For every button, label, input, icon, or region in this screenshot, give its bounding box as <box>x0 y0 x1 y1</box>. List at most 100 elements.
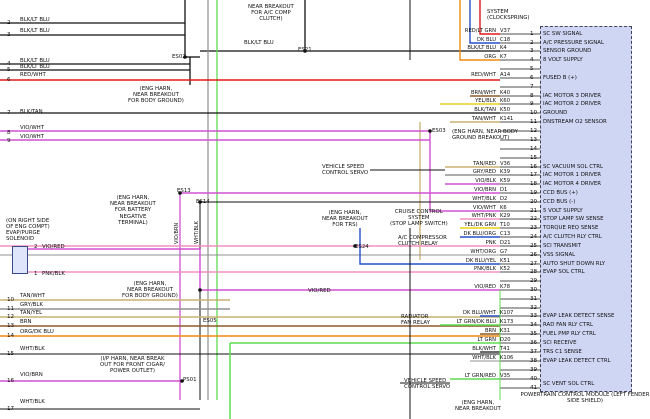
wire-orange <box>459 0 500 61</box>
left-wire-label: GRY/BLK <box>20 302 43 308</box>
pcm-function-label: FUSED B (+) <box>543 75 577 81</box>
pcm-circuit-code: K107 <box>500 310 514 316</box>
pcm-pin-number: 19 <box>530 190 538 196</box>
splice-es02: ES02 <box>172 54 186 60</box>
pcm-pin-number: 27 <box>530 261 538 267</box>
pcm-wire-color: VIO/RED <box>474 284 496 290</box>
splice-es24: ES24 <box>355 244 369 250</box>
pcm-wire-color: VIO/BLK <box>475 178 496 184</box>
left-wire-label: ORG/DK BLU <box>20 329 54 335</box>
pcm-circuit-code: K7 <box>500 54 507 60</box>
pcm-circuit-code: K78 <box>500 284 511 290</box>
note-body-ground-1: (ENG HARN, NEAR BREAKOUT FOR BODY GROUND… <box>128 86 184 105</box>
pcm-circuit-code: D2 <box>500 196 508 202</box>
pcm-pin-number: 28 <box>530 269 538 275</box>
pcm-pin-number: 40 <box>530 376 538 382</box>
left-pin-number: 5 <box>7 67 11 73</box>
left-wire-label: RED/WHT <box>20 72 46 78</box>
pcm-pin-number: 26 <box>530 252 538 258</box>
left-pin-number: 9 <box>7 138 11 144</box>
pcm-function-label: FUEL PMP RLY CTRL <box>543 331 596 337</box>
note-body-ground-2: (ENG HARN, NEAR BODY GROUND BREAKOUT) <box>452 129 518 141</box>
pcm-circuit-code: T10 <box>500 222 510 228</box>
splice-dot <box>303 49 307 53</box>
pcm-pin-number: 12 <box>530 128 538 134</box>
splice-es03: ES03 <box>432 128 446 134</box>
pcm-wire-color: DK BLU/YEL <box>465 258 496 264</box>
pcm-wire-color: BRN/WHT <box>471 90 496 96</box>
evap-purge-solenoid: (ON RIGHT SIDE OF ENG COMPT) EVAP/PURGE … <box>6 218 50 242</box>
splice-dot <box>428 129 432 133</box>
wire-label-vio-red: VIO/RED <box>42 244 65 250</box>
splice-dot <box>178 191 182 195</box>
pcm-function-label: IAC MOTOR 1 DRIVER <box>543 172 602 178</box>
pcm-pin-number: 7 <box>530 84 534 90</box>
pcm-circuit-code: G7 <box>500 249 508 255</box>
pcm-pin-number: 41 <box>530 385 538 391</box>
pcm-function-label: 8 VOLT SUPPLY <box>543 57 583 63</box>
splice-dot <box>180 379 184 383</box>
wire-label-wht-blk-vertical: WHT/BLK <box>194 221 200 244</box>
pcm-pin-number: 15 <box>530 155 538 161</box>
pcm-function-label: A/C CLUTCH RLY CTRL <box>543 234 602 240</box>
pcm-function-label: SC VACUUM SOL CTRL <box>543 164 604 170</box>
pcm-function-label: VSS SIGNAL <box>543 252 576 258</box>
pcm-pin-number: 34 <box>530 322 538 328</box>
left-wire-label: VIO/BRN <box>20 372 43 378</box>
left-pin-number: 13 <box>7 323 15 329</box>
pcm-function-label: CCD BUS (+) <box>543 190 578 196</box>
pcm-pin-number: 20 <box>530 199 538 205</box>
pcm-wire-color: YEL/DK GRN <box>464 222 496 228</box>
pcm-function-label: EVAP LEAK DETECT SENSE <box>543 313 615 319</box>
vehicle-speed-servo-1: VEHICLE SPEED CONTROL SERVO <box>322 164 369 176</box>
pcm-pin-number: 24 <box>530 234 538 240</box>
pcm-pin-number: 13 <box>530 137 538 143</box>
pcm-function-label: 5 VOLT SUPPLY <box>543 208 583 214</box>
vehicle-speed-servo-2: VEHICLE SPEED CONTROL SERVO <box>404 378 451 390</box>
pcm-pin-number: 9 <box>530 101 534 107</box>
pcm-circuit-code: K60 <box>500 98 511 104</box>
pcm-wire-color: WHT/ORG <box>470 249 496 255</box>
pcm-function-label: EVAP LEAK DETECT CTRL <box>543 358 611 364</box>
splice-es14: ES14 <box>196 199 210 205</box>
pcm-circuit-code: K52 <box>500 266 511 272</box>
pcm-wire-color: BLK/TAN <box>474 107 496 113</box>
radiator-fan-relay: RADIATOR FAN RELAY <box>401 314 430 326</box>
pcm-circuit-code: K31 <box>500 328 511 334</box>
left-wire-label: BLK/LT BLU <box>20 17 50 23</box>
note-trs-breakout: (ENG HARN, NEAR BREAKOUT FOR TRS) <box>322 210 368 229</box>
splice-es13: ES13 <box>177 188 191 194</box>
left-pin-number: 6 <box>7 77 11 83</box>
pcm-pin-number: 8 <box>530 93 534 99</box>
pcm-wire-color: BLK/WHT <box>472 346 496 352</box>
pcm-function-label: SCI TRANSMIT <box>543 243 581 249</box>
pcm-function-label: A/C PRESSURE SIGNAL <box>543 40 604 46</box>
note-clockspring: SYSTEM (CLOCKSPRING) <box>487 9 530 21</box>
splice-dot <box>198 200 202 204</box>
splice-ps01: PS01 <box>183 377 197 383</box>
pcm-circuit-code: K59 <box>500 178 511 184</box>
pcm-pin-number: 3 <box>530 48 534 54</box>
wire-label-blk-lt-blu: BLK/LT BLU <box>244 40 274 46</box>
pcm-wire-color: YEL/BLK <box>475 98 496 104</box>
pcm-circuit-code: K6 <box>500 205 507 211</box>
pcm-pin-number: 29 <box>530 278 538 284</box>
left-pin-number: 4 <box>7 61 11 67</box>
left-wire-label: BLK/LT BLU <box>20 28 50 34</box>
left-wire-label: BLK/LT BLU <box>20 58 50 64</box>
pcm-function-label: GROUND <box>543 110 568 116</box>
pcm-pin-number: 18 <box>530 181 538 187</box>
pcm-pin-number: 35 <box>530 331 538 337</box>
pcm-wire-color: BRN <box>484 328 496 334</box>
left-wire-label: BLK/LT BLU <box>20 64 50 70</box>
pcm-pin-number: 5 <box>530 66 534 72</box>
pcm-circuit-code: C18 <box>500 37 511 43</box>
pcm-circuit-code: V37 <box>500 28 511 34</box>
note-ip-harness: (I/P HARN, NEAR BREAK OUT FOR FRONT CIGA… <box>100 356 165 375</box>
solenoid-pin-2: 2 <box>34 244 38 250</box>
pcm-pin-number: 37 <box>530 349 538 355</box>
note-ac-comp-breakout: NEAR BREAKOUT FOR A/C COMP CLUTCH) <box>248 4 294 23</box>
pcm-pin-number: 11 <box>530 119 538 125</box>
pcm-circuit-code: K106 <box>500 355 514 361</box>
left-pin-number: 7 <box>7 110 11 116</box>
